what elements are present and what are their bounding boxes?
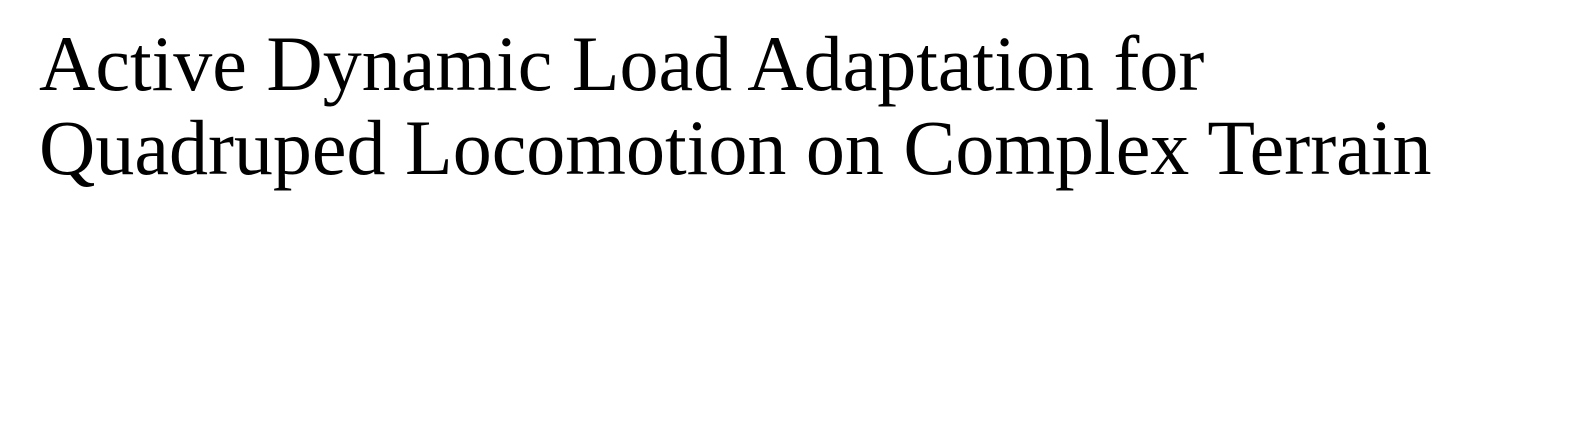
paper-title: Active Dynamic Load Adaptation for Quadr…	[39, 22, 1431, 190]
title-line-2: Quadruped Locomotion on Complex Terrain	[39, 104, 1432, 191]
title-line-1: Active Dynamic Load Adaptation for	[39, 20, 1205, 107]
